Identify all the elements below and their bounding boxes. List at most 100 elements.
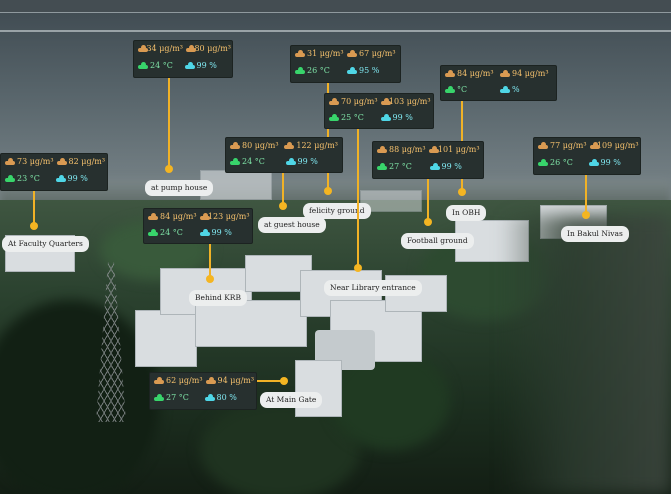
humidity-value: 99 % [600, 158, 621, 167]
pm25-value: 84 μg/m³ [457, 69, 494, 78]
location-label-gate[interactable]: At Main Gate [260, 392, 323, 408]
cloud-icon [148, 228, 158, 236]
cloud-icon [285, 157, 296, 165]
cloud-icon [445, 85, 455, 93]
location-marker[interactable] [324, 187, 332, 195]
cloud-icon [56, 157, 67, 165]
connector-line [357, 129, 359, 265]
location-marker[interactable] [458, 188, 466, 196]
humidity-value: 95 % [359, 66, 380, 75]
pm25-value: 62 μg/m³ [166, 376, 203, 385]
humidity-value: 99 % [196, 61, 217, 70]
location-marker[interactable] [354, 264, 362, 272]
location-label-bakul[interactable]: In Bakul Nivas [561, 226, 629, 242]
cloud-icon [186, 44, 197, 52]
pm10-value: 82 μg/m³ [68, 157, 106, 166]
location-label-faculty[interactable]: At Faculty Quarters [2, 236, 89, 252]
location-label-krb[interactable]: Behind KRB [189, 290, 247, 306]
cloud-icon [347, 49, 357, 57]
cloud-icon [538, 141, 548, 149]
window-top-bar [0, 0, 671, 12]
temperature-value: 24 °C [150, 61, 173, 70]
pm10-value: 67 μg/m³ [359, 49, 396, 58]
cloud-icon [204, 393, 215, 401]
location-marker[interactable] [206, 275, 214, 283]
divider [0, 30, 671, 32]
pm10-value: 94 μg/m³ [217, 376, 255, 385]
location-label-library[interactable]: Near Library entrance [324, 280, 422, 296]
connector-line [327, 83, 329, 188]
location-marker[interactable] [30, 222, 38, 230]
connector-line [209, 244, 211, 278]
humidity-value: 99 % [297, 157, 318, 166]
location-marker[interactable] [280, 377, 288, 385]
location-label-guest[interactable]: at guest house [258, 217, 326, 233]
location-label-felicity[interactable]: felicity ground [303, 203, 371, 219]
location-marker[interactable] [279, 202, 287, 210]
location-label-pump[interactable]: at pump house [145, 180, 214, 196]
cloud-icon [5, 157, 15, 165]
pm25-value: 88 μg/m³ [389, 145, 426, 154]
cloud-icon [230, 157, 240, 165]
pm25-value: 84 μg/m³ [160, 212, 197, 221]
cloud-icon [329, 113, 339, 121]
cloud-icon [199, 228, 210, 236]
cloud-icon [199, 212, 211, 220]
temperature-value: 27 °C [389, 162, 412, 171]
temperature-value: 26 °C [307, 66, 330, 75]
temperature-value: 26 °C [550, 158, 573, 167]
cloud-icon [380, 113, 391, 121]
connector-line [427, 179, 429, 221]
cloud-icon [230, 141, 240, 149]
cloud-icon [588, 158, 599, 166]
cloud-icon [500, 85, 510, 93]
pm10-value: 123 μg/m³ [207, 212, 250, 221]
pm10-value: 94 μg/m³ [512, 69, 549, 78]
pm25-value: 31 μg/m³ [307, 49, 344, 58]
pm10-value: 122 μg/m³ [296, 141, 338, 150]
cloud-icon [380, 97, 392, 105]
cloud-icon [154, 376, 164, 384]
cloud-icon [154, 393, 164, 401]
temperature-value: 25 °C [341, 113, 364, 122]
cloud-icon [445, 69, 455, 77]
cloud-icon [589, 141, 601, 149]
temperature-value: 23 °C [17, 174, 40, 183]
location-label-obh[interactable]: In OBH [446, 205, 487, 221]
location-marker[interactable] [424, 218, 432, 226]
cloud-icon [500, 69, 510, 77]
cloud-icon [538, 158, 548, 166]
cloud-icon [377, 162, 387, 170]
humidity-value: 80 % [216, 393, 237, 402]
cloud-icon [55, 174, 66, 182]
cloud-icon [295, 49, 305, 57]
temperature-value: 24 °C [160, 228, 183, 237]
connector-line [168, 78, 170, 166]
location-marker[interactable] [165, 165, 173, 173]
sensor-card-felicity[interactable]: 31 μg/m³ 67 μg/m³ 26 °C 95 % [290, 45, 401, 83]
location-label-football[interactable]: Football ground [401, 233, 474, 249]
cloud-icon [377, 145, 387, 153]
humidity-value: % [512, 85, 520, 94]
divider [0, 12, 671, 13]
pm25-value: 70 μg/m³ [341, 97, 378, 106]
connector-line [33, 191, 35, 223]
humidity-value: 99 % [67, 174, 88, 183]
cloud-icon [138, 61, 148, 69]
connector-line [282, 173, 284, 203]
pm25-value: 77 μg/m³ [550, 141, 587, 150]
cloud-icon [205, 376, 216, 384]
location-marker[interactable] [582, 211, 590, 219]
building [295, 360, 342, 417]
cloud-icon [148, 212, 158, 220]
connector-line [585, 175, 587, 213]
